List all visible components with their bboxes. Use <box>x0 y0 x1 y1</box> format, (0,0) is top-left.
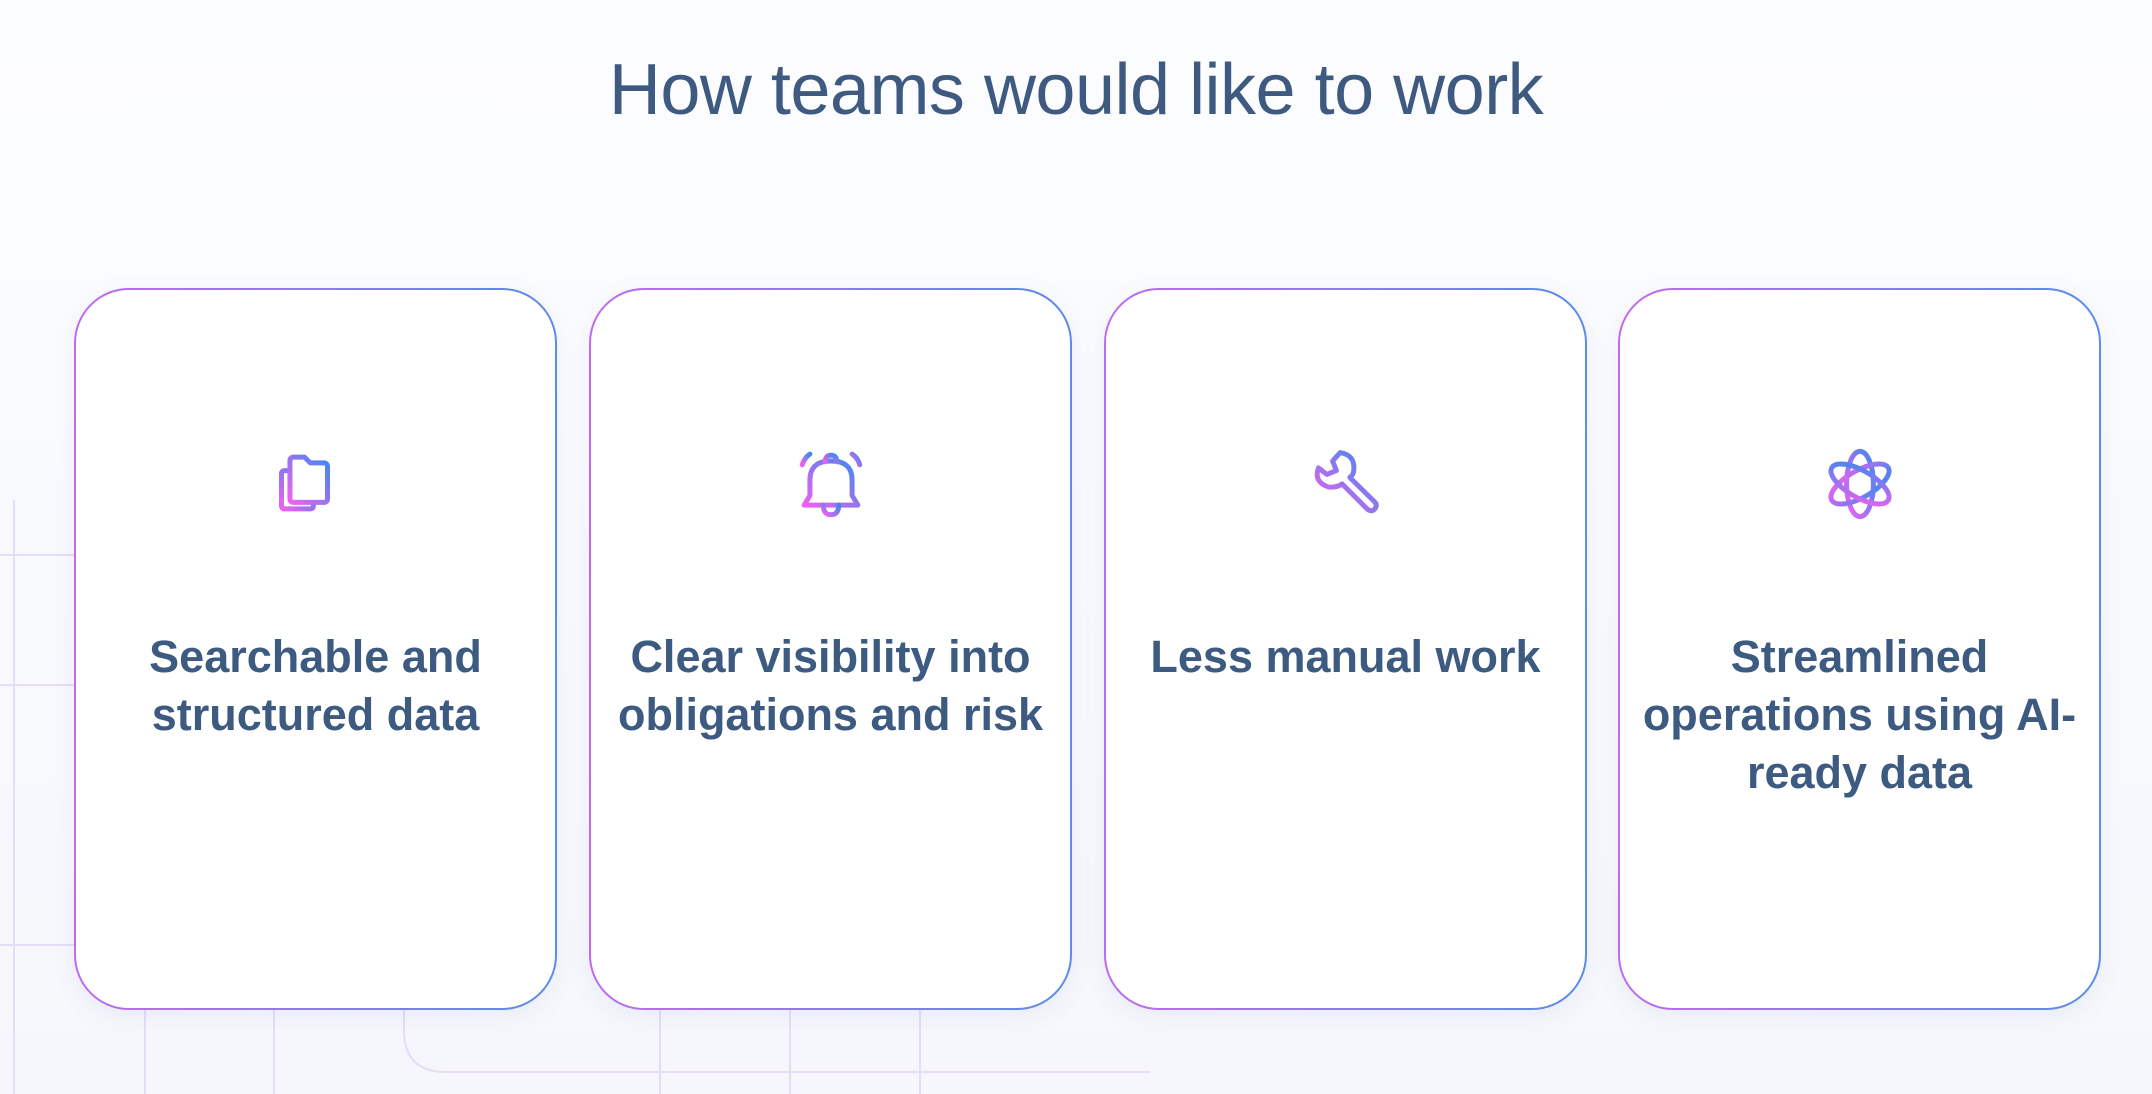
card-label: Clear visibility into obligations and ri… <box>617 631 1044 740</box>
card-streamlined-operations: Streamlined operations using AI-ready da… <box>1618 288 2101 1010</box>
card-less-manual-work: Less manual work <box>1104 288 1587 1010</box>
card-searchable-data: Searchable and structured data <box>74 288 557 1010</box>
folders-icon <box>278 454 330 512</box>
card-visibility-risk: Clear visibility into obligations and ri… <box>589 288 1072 1010</box>
card-label: Streamlined operations using AI-ready da… <box>1642 631 2077 798</box>
card-label: Searchable and structured data <box>149 631 482 740</box>
card-label: Less manual work <box>1150 631 1541 682</box>
page-title: How teams would like to work <box>608 50 1544 130</box>
bell-icon <box>799 451 862 518</box>
wrench-icon <box>1314 450 1379 514</box>
atom-icon <box>1828 448 1891 520</box>
